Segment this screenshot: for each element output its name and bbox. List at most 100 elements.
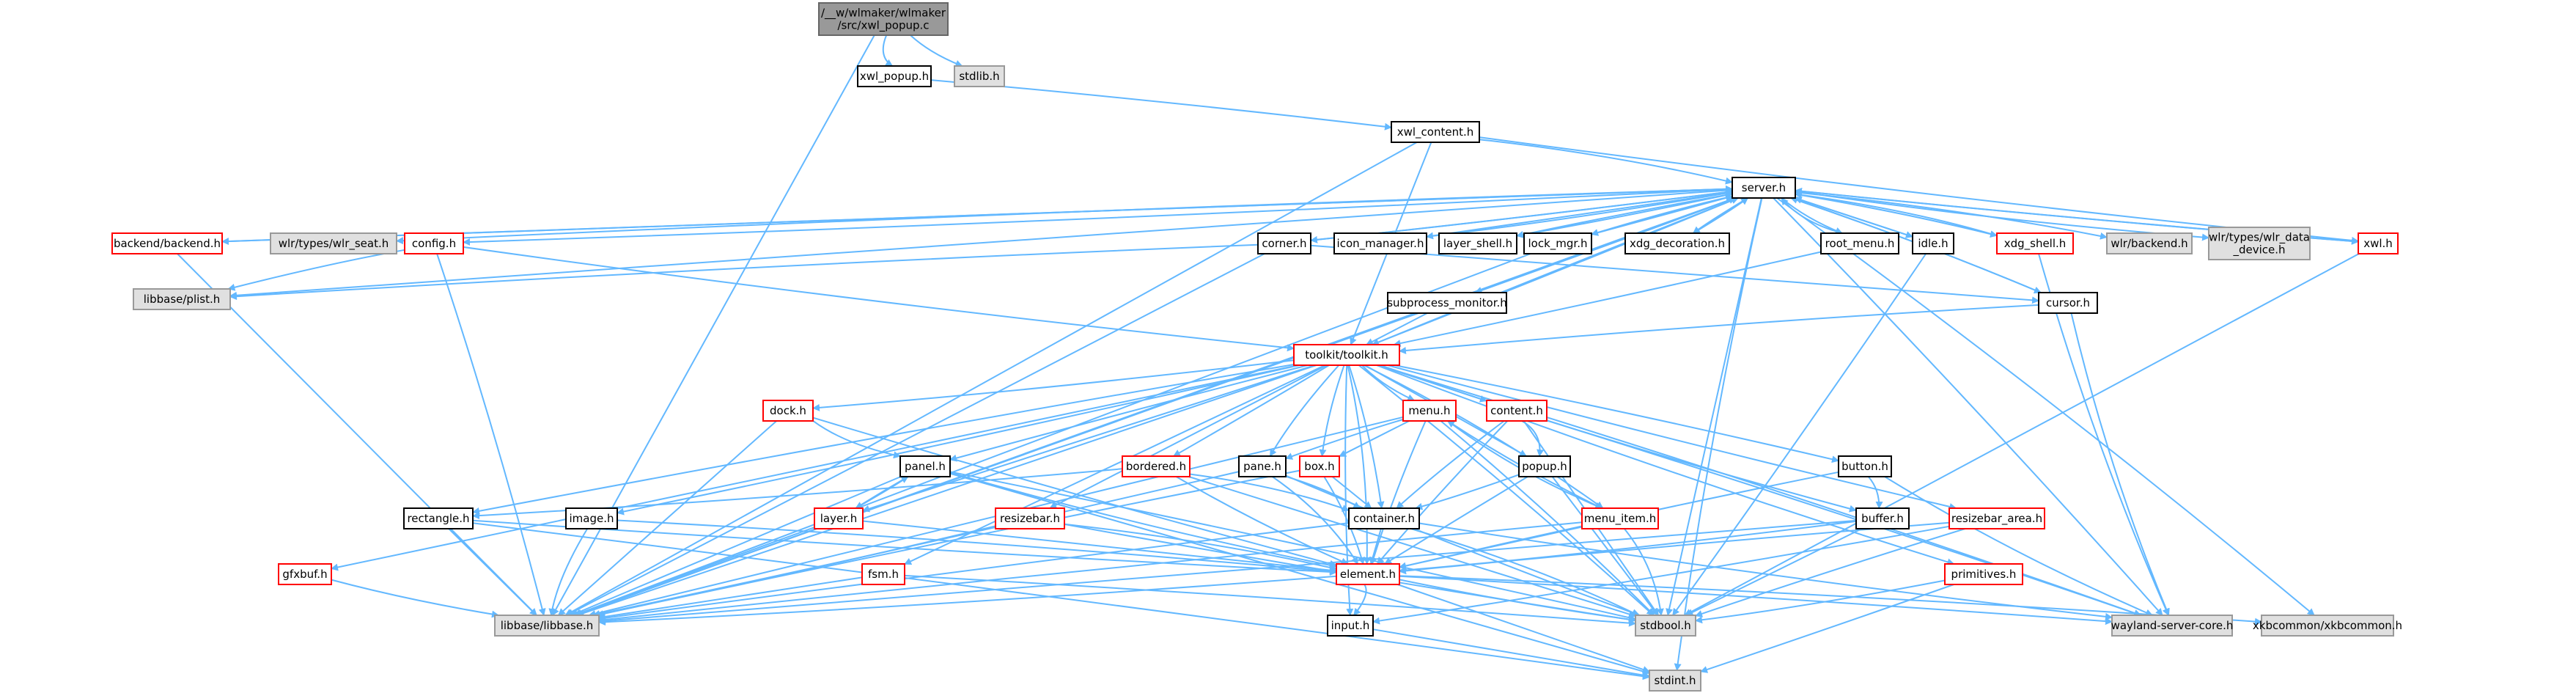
node-box <box>1333 232 1427 254</box>
dependency-edge-toolkit_h-to-bordered_h <box>1173 364 1330 457</box>
edge-line <box>1426 191 1733 240</box>
node-resizebar-h[interactable]: resizebar.h <box>995 507 1065 529</box>
dependency-edge-toolkit_h-to-fsm_h <box>904 364 1325 565</box>
dependency-edge-xwl_h-to-stdbool_h <box>1684 253 2360 616</box>
node-image-h[interactable]: image.h <box>565 507 618 529</box>
dependency-edge-box_h-to-element_h <box>1323 476 1365 565</box>
dependency-edge-server_h-to-wlr_backend_h <box>1795 191 2108 240</box>
edge-line <box>949 472 1650 675</box>
node-xdg-decoration-h[interactable]: xdg_decoration.h <box>1624 232 1730 254</box>
node-box <box>1649 670 1701 692</box>
edge-line <box>1884 476 2153 616</box>
node-box <box>1948 507 2045 529</box>
node-buffer-h[interactable]: buffer.h <box>1855 507 1910 529</box>
dependency-edge-primitives_h-to-stdbool_h <box>1695 579 1946 624</box>
node-box <box>2358 232 2399 254</box>
edge-line <box>1394 364 1839 463</box>
node-root-menu-h[interactable]: root_menu.h <box>1820 232 1899 254</box>
dependency-edge-layer_h-to-panel_h <box>855 476 909 509</box>
node-content-h[interactable]: content.h <box>1486 400 1548 422</box>
edge-line <box>862 520 1337 574</box>
dependency-edge-xwl_content_h-to-xwl_h <box>1479 136 2359 244</box>
node-idle-h[interactable]: idle.h <box>1912 232 1954 254</box>
node-box-h[interactable]: box.h <box>1299 455 1340 477</box>
node-label: wlr/backend.h <box>2111 237 2187 250</box>
node-backend-h[interactable]: backend/backend.h <box>111 232 223 254</box>
node-pane-h[interactable]: pane.h <box>1238 455 1287 477</box>
node-xwl-h[interactable]: xwl.h <box>2358 232 2399 254</box>
node-label: menu.h <box>1408 404 1450 417</box>
node-corner-h[interactable]: corner.h <box>1257 232 1311 254</box>
node-toolkit-h[interactable]: toolkit/toolkit.h <box>1293 344 1400 366</box>
edge-line <box>1666 197 1762 616</box>
dependency-edge-box_h-to-container_h <box>1331 476 1372 509</box>
node-icon-manager-h[interactable]: icon_manager.h <box>1333 232 1427 254</box>
edge-line <box>570 476 902 617</box>
node-button-h[interactable]: button.h <box>1838 455 1892 477</box>
dependency-edge-server_h-to-config_h <box>463 188 1733 246</box>
dependency-edge-layer_shell_h-to-server_h <box>1516 191 1733 237</box>
dependency-edge-toolkit_h-to-server_h <box>1372 197 1740 345</box>
node-rectangle-h[interactable]: rectangle.h <box>403 507 474 529</box>
node-xdg-shell-h[interactable]: xdg_shell.h <box>1996 232 2074 254</box>
node-panel-h[interactable]: panel.h <box>899 455 951 477</box>
edge-line <box>1387 364 1957 510</box>
node-dock-h[interactable]: dock.h <box>762 400 814 422</box>
node-box <box>111 232 223 254</box>
node-gfxbuf-h[interactable]: gfxbuf.h <box>278 563 332 585</box>
node-box <box>404 232 464 254</box>
dependency-edge-element_h-to-wayland_server_core_h <box>1399 575 2113 626</box>
node-label: content.h <box>1490 404 1543 417</box>
dependency-edge-resizebar_h-to-element_h <box>1064 523 1337 571</box>
node-label: libbase/libbase.h <box>501 619 594 632</box>
node-popup-h[interactable]: popup.h <box>1518 455 1571 477</box>
node-xwl-popup-h[interactable]: xwl_popup.h <box>857 65 932 87</box>
node-container-h[interactable]: container.h <box>1348 507 1420 529</box>
node-menu-item-h[interactable]: menu_item.h <box>1581 507 1659 529</box>
node-box <box>2111 615 2233 637</box>
node-box <box>270 232 397 254</box>
dependency-edge-panel_h-to-libbase_h <box>570 476 902 617</box>
dependency-edge-menu_item_h-to-stdbool_h <box>1624 528 1664 616</box>
node-layer-shell-h[interactable]: layer_shell.h <box>1438 232 1517 254</box>
edge-line <box>1475 197 1737 293</box>
edge-line <box>177 253 537 616</box>
dependency-edge-cursor_h-to-wayland_server_core_h <box>2070 312 2170 616</box>
node-root[interactable]: /__w/wlmaker/wlmaker/src/xwl_popup.c <box>818 2 949 36</box>
node-config-h[interactable]: config.h <box>404 232 464 254</box>
node-box <box>494 615 600 637</box>
node-server-h[interactable]: server.h <box>1732 177 1796 199</box>
dependency-edge-toolkit_h-to-libbase_h <box>576 364 1317 617</box>
node-resizebar-area-h[interactable]: resizebar_area.h <box>1948 507 2045 529</box>
node-layer-h[interactable]: layer.h <box>814 507 864 529</box>
dependency-edge-toolkit_h-to-pane_h <box>1269 364 1340 457</box>
node-element-h[interactable]: element.h <box>1336 563 1400 585</box>
node-bordered-h[interactable]: bordered.h <box>1122 455 1191 477</box>
node-label: fsm.h <box>868 568 899 581</box>
node-label: popup.h <box>1522 460 1567 473</box>
edge-line <box>1695 528 1965 617</box>
edge-line <box>1546 419 2142 617</box>
node-subprocess-monitor-h[interactable]: subprocess_monitor.h <box>1387 292 1507 314</box>
dependency-edge-toolkit_h-to-layer_h <box>862 364 1315 513</box>
node-label: wayland-server-core.h <box>2111 619 2234 632</box>
node-input-h[interactable]: input.h <box>1327 615 1374 637</box>
node-lock-mgr-h[interactable]: lock_mgr.h <box>1523 232 1592 254</box>
edge-line <box>1372 628 1650 679</box>
edge-line <box>1384 476 1528 565</box>
node-fsm-h[interactable]: fsm.h <box>861 563 905 585</box>
edge-line <box>1516 193 1733 238</box>
edge-line <box>1285 474 1641 617</box>
node-label: wlr/types/wlr_data <box>2209 231 2310 245</box>
node-label: bordered.h <box>1126 460 1186 473</box>
dependency-edge-server_h-to-icon_manager_h <box>1426 191 1733 240</box>
node-libbase-h: libbase/libbase.h <box>494 615 600 637</box>
node-primitives-h[interactable]: primitives.h <box>1944 563 2023 585</box>
node-box <box>1336 563 1400 585</box>
edge-line <box>1674 197 1763 671</box>
dependency-edge-popup_h-to-element_h <box>1384 476 1528 565</box>
node-menu-h[interactable]: menu.h <box>1402 400 1457 422</box>
node-box <box>995 507 1065 529</box>
node-cursor-h[interactable]: cursor.h <box>2038 292 2098 314</box>
node-xwl-content-h[interactable]: xwl_content.h <box>1391 121 1480 143</box>
